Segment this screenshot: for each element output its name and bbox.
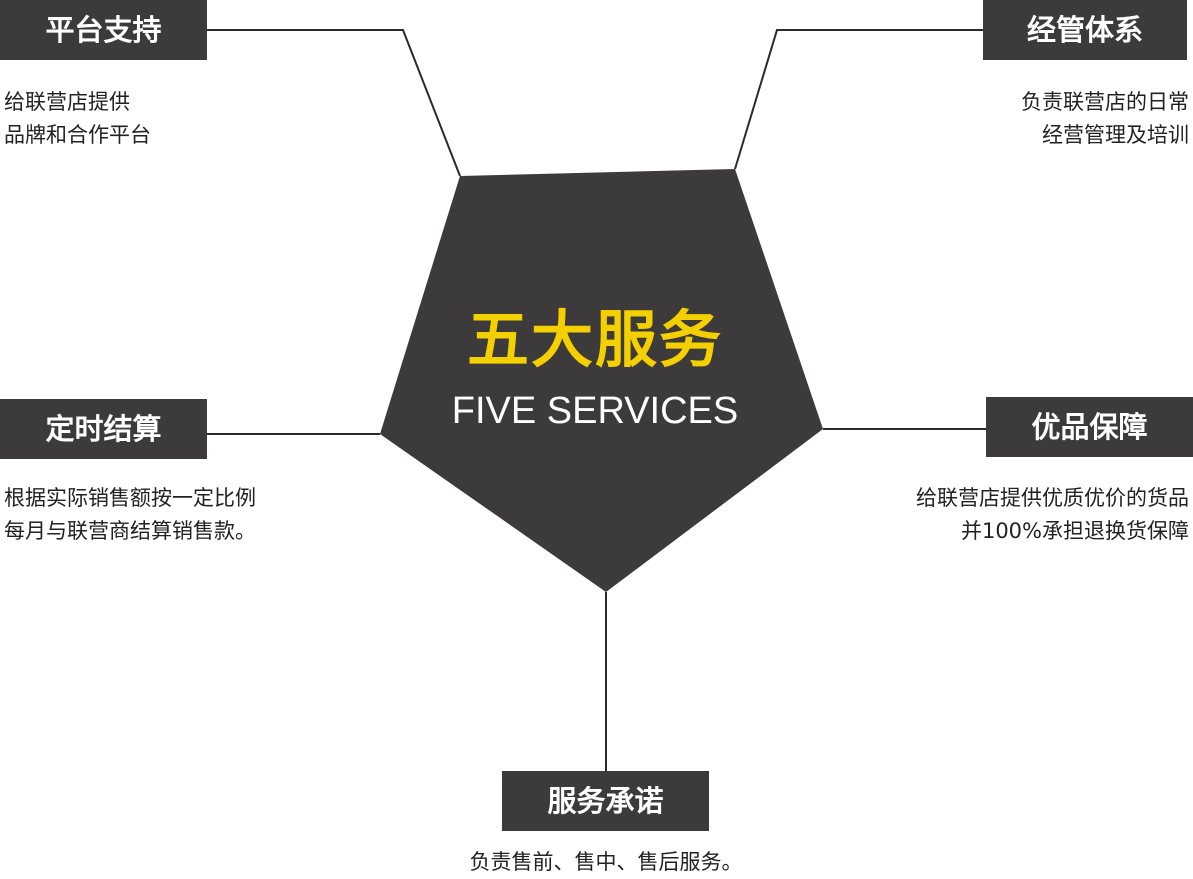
desc-line: 每月与联营商结算销售款。 — [4, 519, 256, 543]
connector-management — [734, 29, 984, 170]
desc-line: 经营管理及培训 — [1042, 123, 1189, 147]
desc-line: 负责售前、售中、售后服务。 — [469, 850, 743, 874]
desc-line: 负责联营店的日常 — [1021, 90, 1189, 114]
label-platform-support: 平台支持 — [0, 0, 207, 60]
desc-line: 并100%承担退换货保障 — [960, 519, 1189, 543]
label-timely-settlement: 定时结算 — [0, 399, 207, 459]
connector-platform — [207, 29, 461, 177]
desc-line: 给联营店提供 — [4, 90, 130, 114]
desc-platform-support: 给联营店提供 品牌和合作平台 — [4, 86, 151, 152]
label-service-commitment: 服务承诺 — [502, 771, 709, 831]
desc-management-system: 负责联营店的日常 经营管理及培训 — [1021, 86, 1189, 152]
label-management-system: 经管体系 — [983, 0, 1187, 60]
desc-line: 品牌和合作平台 — [4, 123, 151, 147]
desc-service-commitment: 负责售前、售中、售后服务。 — [406, 846, 806, 879]
center-subtitle: FIVE SERVICES — [451, 390, 739, 432]
desc-line: 根据实际销售额按一定比例 — [4, 486, 256, 510]
desc-quality-guarantee: 给联营店提供优质优价的货品 并100%承担退换货保障 — [916, 482, 1189, 548]
center-pentagon — [380, 169, 823, 592]
label-quality-guarantee: 优品保障 — [986, 397, 1193, 457]
desc-timely-settlement: 根据实际销售额按一定比例 每月与联营商结算销售款。 — [4, 482, 256, 548]
center-title: 五大服务 — [466, 303, 723, 376]
desc-line: 给联营店提供优质优价的货品 — [916, 486, 1189, 510]
